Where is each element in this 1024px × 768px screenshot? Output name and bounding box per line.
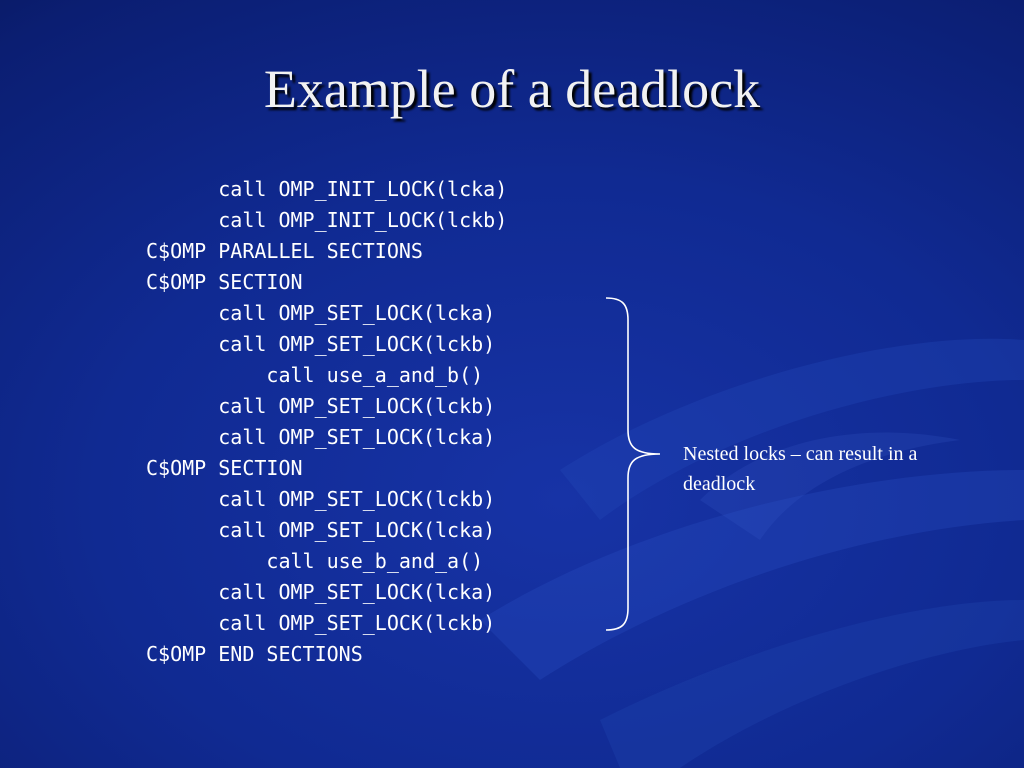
code-line: call use_a_and_b() <box>146 363 484 387</box>
code-line: call OMP_INIT_LOCK(lcka) <box>146 177 508 201</box>
code-line: call OMP_SET_LOCK(lckb) <box>146 394 496 418</box>
code-line: call OMP_SET_LOCK(lcka) <box>146 301 496 325</box>
slide-title: Example of a deadlock <box>263 59 761 119</box>
curly-brace-icon <box>605 297 661 631</box>
deadlock-note: Nested locks – can result in a deadlock <box>683 443 918 495</box>
code-line: C$OMP PARALLEL SECTIONS <box>146 239 423 263</box>
code-line: call OMP_SET_LOCK(lcka) <box>146 580 496 604</box>
code-line: call OMP_INIT_LOCK(lckb) <box>146 208 508 232</box>
code-line: call OMP_SET_LOCK(lckb) <box>146 611 496 635</box>
code-line: C$OMP SECTION <box>146 270 303 294</box>
code-line: call OMP_SET_LOCK(lckb) <box>146 332 496 356</box>
code-line: call OMP_SET_LOCK(lcka) <box>146 425 496 449</box>
code-line: call use_b_and_a() <box>146 549 484 573</box>
code-line: call OMP_SET_LOCK(lckb) <box>146 487 496 511</box>
code-line: C$OMP END SECTIONS <box>146 642 363 666</box>
code-line: C$OMP SECTION <box>146 456 303 480</box>
code-line: call OMP_SET_LOCK(lcka) <box>146 518 496 542</box>
